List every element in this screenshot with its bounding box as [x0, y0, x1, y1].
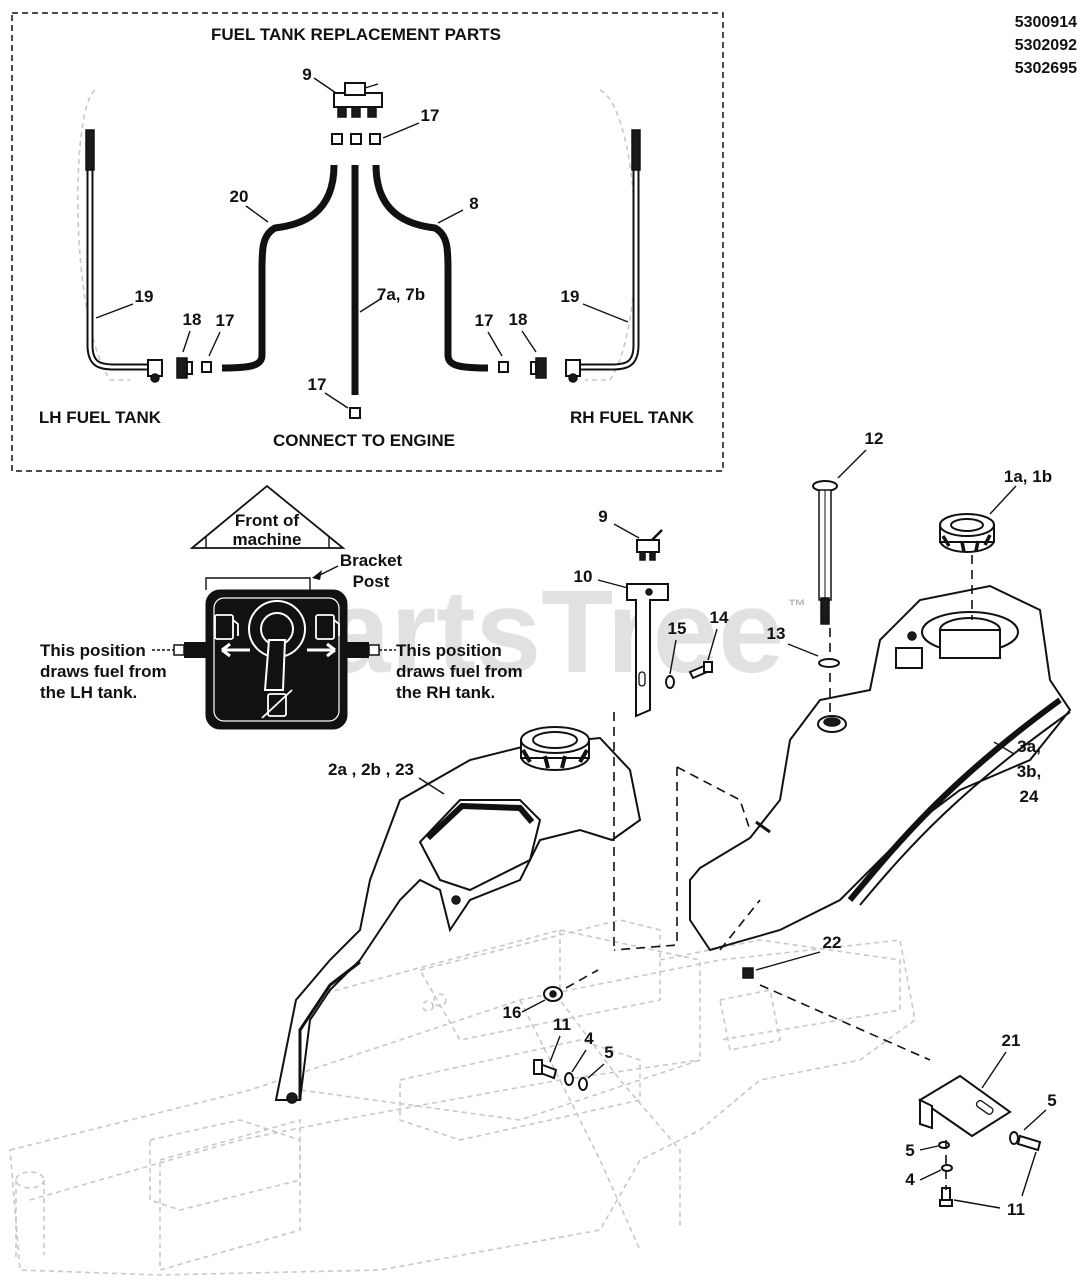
callout: 17 [308, 375, 327, 394]
valve-handle-icon [263, 639, 287, 691]
bolt-icon [939, 1187, 953, 1207]
callout: 11 [553, 1015, 571, 1034]
callout: 17 [421, 106, 440, 125]
callout: 5 [1047, 1091, 1056, 1110]
model-numbers: 5300914 5302092 5302695 [1015, 14, 1077, 77]
fuel-valve-icon [636, 529, 663, 561]
hose-rh [372, 164, 489, 372]
bolt-icon [1009, 1131, 1042, 1152]
washer-icon [665, 675, 675, 689]
front-label: machine [233, 530, 302, 549]
nut-icon [742, 967, 754, 979]
washer-icon [564, 1072, 574, 1086]
washer-icon [941, 1164, 953, 1172]
callout: 5 [604, 1043, 613, 1062]
fuel-cap-icon [939, 513, 995, 553]
valve-bracket [626, 583, 669, 718]
callout: 18 [509, 310, 528, 329]
nut-icon [543, 986, 563, 1002]
model-number: 5300914 [1015, 14, 1077, 31]
rh-fuel-tank [689, 584, 1072, 952]
lh-fuel-tank [274, 726, 642, 1104]
model-number: 5302695 [1015, 60, 1077, 77]
fitting-icon [176, 357, 188, 379]
clamp-icon [201, 361, 212, 373]
washer-icon [938, 1141, 950, 1149]
port-rh [347, 642, 369, 658]
lh-position-text: This position [40, 641, 146, 660]
valve-orientation-guide: Front of machine Bracket Post [40, 484, 523, 730]
callout: 13 [767, 624, 786, 643]
arrow-right-icon [307, 642, 336, 658]
callout: 19 [135, 287, 154, 306]
callout: 19 [561, 287, 580, 306]
rear-bracket [918, 1074, 1012, 1138]
callout: 18 [183, 310, 202, 329]
callout: 21 [1002, 1031, 1021, 1050]
callout: 8 [469, 194, 478, 213]
inset-title: FUEL TANK REPLACEMENT PARTS [211, 25, 501, 44]
callout: 22 [823, 933, 842, 952]
clamp-icon [349, 407, 361, 419]
callout: 5 [905, 1141, 914, 1160]
front-label: Front of [235, 511, 300, 530]
callout: 1a, 1b [1004, 467, 1052, 486]
callout: 9 [302, 65, 311, 84]
mower-frame [9, 919, 916, 1276]
rh-tank-ghost [585, 89, 637, 381]
main-exploded-view: 2a , 2b , 23 3a, 3b, 24 1a, 1b [9, 429, 1072, 1276]
lh-position-text: the LH tank. [40, 683, 137, 702]
rh-fuel-tank-label: RH FUEL TANK [570, 408, 695, 427]
callout: 12 [865, 429, 884, 448]
callout: 9 [598, 507, 607, 526]
callout: 4 [905, 1170, 915, 1189]
callout: 17 [475, 311, 494, 330]
fuel-valve-icon [333, 82, 383, 118]
rh-position-text: the RH tank. [396, 683, 495, 702]
fuel-line-rh [578, 132, 640, 371]
callout: 17 [216, 311, 235, 330]
fuel-line-lh [86, 132, 150, 371]
callout: 11 [1007, 1200, 1025, 1219]
callout: 16 [503, 1003, 522, 1022]
bracket-label: Post [353, 572, 390, 591]
lh-tank-ghost [76, 89, 130, 381]
callout: 2a , 2b , 23 [328, 760, 414, 779]
arrow-left-icon [221, 642, 250, 658]
watermark-tm: ™ [788, 596, 806, 616]
rh-position-text: draws fuel from [396, 662, 523, 681]
lh-position-text: draws fuel from [40, 662, 167, 681]
callout: 24 [1020, 787, 1039, 806]
callout: 15 [668, 619, 687, 638]
lh-fuel-tank-label: LH FUEL TANK [39, 408, 162, 427]
callout: 10 [574, 567, 593, 586]
bracket-label: Bracket [340, 551, 403, 570]
port-lh [184, 642, 206, 658]
callout: 4 [584, 1029, 594, 1048]
callout: 3a, [1017, 737, 1041, 756]
washer-icon [578, 1077, 588, 1091]
clamp-icon [498, 361, 509, 373]
inset-frame [11, 12, 724, 472]
connect-to-engine-label: CONNECT TO ENGINE [273, 431, 455, 450]
callout: 3b, [1017, 762, 1042, 781]
grommet-icon [818, 658, 840, 668]
callout: 14 [710, 608, 729, 627]
clamp-icon [331, 133, 381, 145]
fitting-icon [535, 357, 547, 379]
fuel-pump-icon [315, 614, 335, 640]
rh-position-text: This position [396, 641, 502, 660]
model-number: 5302092 [1015, 37, 1077, 54]
hose-lh [221, 164, 338, 372]
callout: 7a, 7b [377, 285, 425, 304]
callout: 20 [230, 187, 249, 206]
replacement-parts-inset: FUEL TANK REPLACEMENT PARTS 9 17 20 [11, 12, 724, 472]
bolt-icon [533, 1059, 558, 1080]
front-arrow-icon [189, 484, 346, 549]
fuel-gauge-icon [812, 480, 838, 625]
bolt-icon [688, 661, 713, 680]
fuel-pump-icon [214, 614, 234, 640]
